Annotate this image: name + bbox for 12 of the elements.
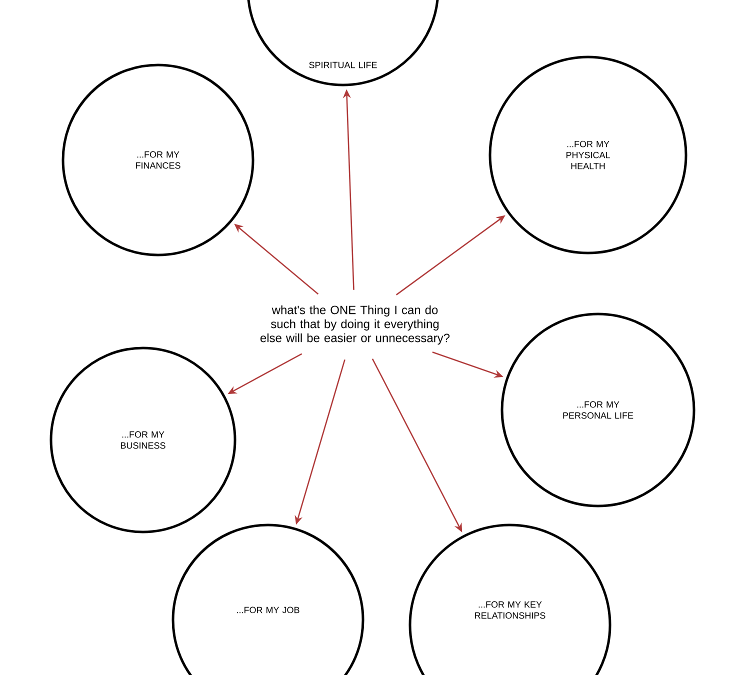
- node-label: ...FOR MY FINANCES: [136, 151, 180, 169]
- circle: [50, 346, 236, 534]
- node-label: ...FOR MY PERSONAL LIFE: [563, 401, 634, 419]
- question-text: what's the ONE Thing I can do such that by doing it everything else will be easier or unnecessary?: [260, 305, 450, 345]
- circle: [488, 56, 688, 254]
- node-label: ...FOR MY PHYSICAL HEALTH: [566, 140, 610, 170]
- node-label: ...FOR MY JOB: [237, 606, 300, 614]
- node-label: ...FOR MY KEY RELATIONSHIPS: [475, 601, 546, 619]
- node-label: SPIRITUAL LIFE: [309, 62, 377, 68]
- circle: [500, 312, 696, 508]
- circle: [62, 64, 254, 256]
- node-label: ...FOR MY BUSINESS: [120, 431, 166, 449]
